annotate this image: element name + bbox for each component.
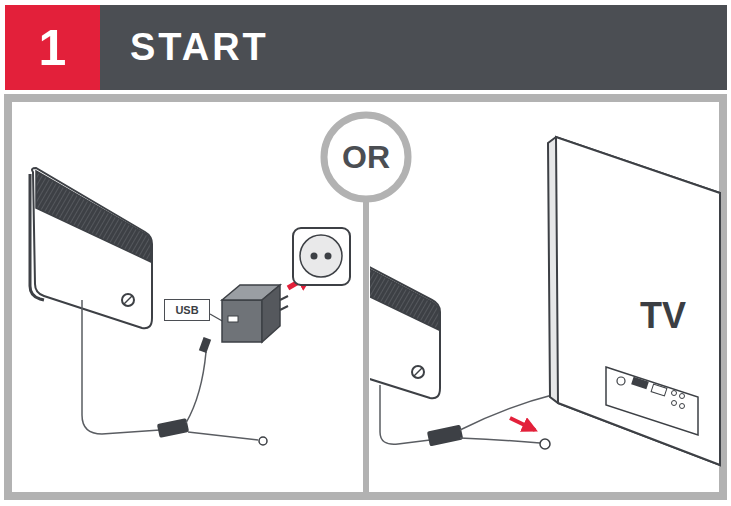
step-number-text: 1 — [39, 19, 67, 77]
splitter — [157, 418, 189, 438]
step-number: 1 — [5, 5, 100, 90]
antenna — [370, 262, 440, 398]
usb-cable — [186, 352, 206, 423]
node-label: TV — [640, 295, 686, 337]
coax-cable — [460, 438, 540, 443]
step-title: START — [130, 26, 269, 69]
unplug-arrow — [510, 418, 535, 430]
or-circle: OR — [319, 110, 413, 204]
panel-divider — [363, 190, 369, 496]
antenna-cable — [380, 385, 430, 444]
usb-tag: USB — [164, 299, 210, 321]
left-panel — [30, 168, 350, 445]
antenna-knob — [122, 294, 134, 306]
splitter — [427, 425, 463, 447]
coax-plug — [540, 439, 550, 449]
tv-outline — [548, 135, 720, 465]
usb-adapter — [222, 285, 288, 342]
antenna — [32, 168, 152, 328]
antenna-cable — [82, 300, 160, 434]
node-label: OR — [342, 139, 390, 176]
antenna-grille — [36, 171, 151, 262]
step-title-bar: START — [100, 5, 727, 90]
panel-frame — [8, 98, 723, 496]
tv-set: TV — [548, 135, 720, 465]
coax-cable — [188, 432, 258, 440]
node-label: USB — [175, 304, 198, 316]
antenna-grille — [370, 264, 439, 330]
coax-plug — [259, 437, 267, 445]
wall-socket — [293, 228, 350, 285]
